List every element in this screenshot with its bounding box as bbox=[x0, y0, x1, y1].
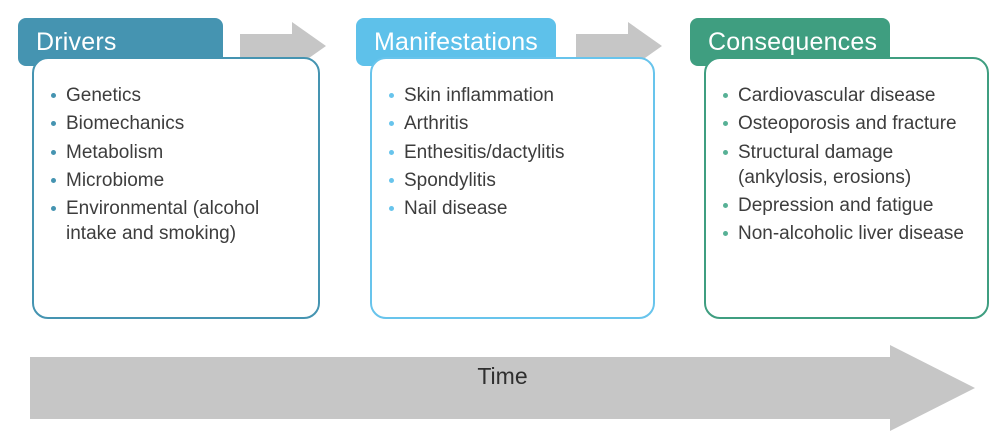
stage-drivers-title: Drivers bbox=[36, 27, 117, 56]
list-item: Genetics bbox=[44, 83, 304, 108]
stage-manifestations-title: Manifestations bbox=[374, 27, 538, 56]
list-item: Cardiovascular disease bbox=[716, 83, 973, 108]
time-arrow-icon bbox=[30, 345, 975, 431]
list-item: Osteoporosis and fracture bbox=[716, 111, 973, 136]
list-item: Enthesitis/dactylitis bbox=[382, 140, 639, 165]
list-item: Non-alcoholic liver disease bbox=[716, 221, 973, 246]
list-item: Biomechanics bbox=[44, 111, 304, 136]
list-item: Depression and fatigue bbox=[716, 193, 973, 218]
list-item: Microbiome bbox=[44, 168, 304, 193]
stage-drivers-list: Genetics Biomechanics Metabolism Microbi… bbox=[44, 83, 304, 247]
list-item: Skin inflammation bbox=[382, 83, 639, 108]
list-item: Environmental (alcohol intake and smokin… bbox=[44, 196, 304, 247]
list-item: Spondylitis bbox=[382, 168, 639, 193]
stage-consequences-card: Cardiovascular disease Osteoporosis and … bbox=[704, 57, 989, 319]
list-item: Nail disease bbox=[382, 196, 639, 221]
stage-consequences-title: Consequences bbox=[708, 27, 878, 56]
stage-manifestations-list: Skin inflammation Arthritis Enthesitis/d… bbox=[382, 83, 639, 221]
list-item: Structural damage (ankylosis, erosions) bbox=[716, 140, 973, 191]
stage-drivers-card: Genetics Biomechanics Metabolism Microbi… bbox=[32, 57, 320, 319]
list-item: Metabolism bbox=[44, 140, 304, 165]
list-item: Arthritis bbox=[382, 111, 639, 136]
stage-manifestations-card: Skin inflammation Arthritis Enthesitis/d… bbox=[370, 57, 655, 319]
stage-consequences-list: Cardiovascular disease Osteoporosis and … bbox=[716, 83, 973, 247]
